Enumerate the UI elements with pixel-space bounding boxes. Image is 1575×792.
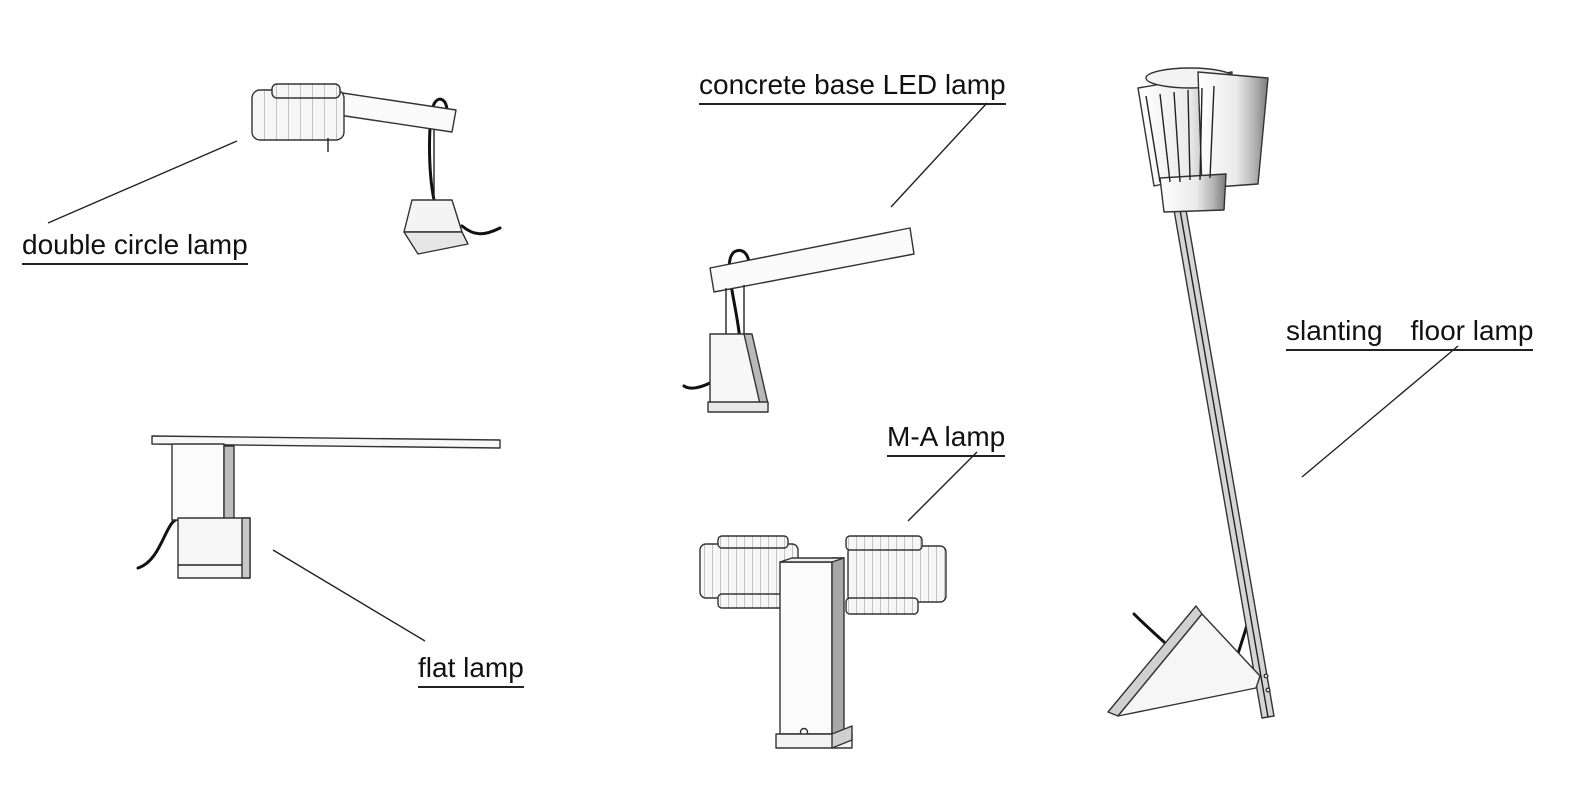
concrete-base-leader-line — [890, 102, 988, 208]
flat-lamp-label: flat lamp — [418, 654, 524, 688]
double-circle-lamp-label: double circle lamp — [22, 231, 248, 265]
ma-leader-line — [907, 451, 978, 522]
concrete-base-lamp-drawing — [682, 227, 915, 413]
ma-lamp-drawing — [699, 535, 947, 749]
double-circle-leader-line — [47, 140, 238, 224]
concrete-base-lamp-label: concrete base LED lamp — [699, 71, 1006, 105]
flat-lamp-drawing — [136, 435, 501, 579]
slanting-floor-lamp-label: slanting floor lamp — [1286, 317, 1534, 351]
ma-lamp-label: M-A lamp — [887, 423, 1006, 457]
double-circle-lamp-drawing — [251, 83, 502, 255]
slanting-leader-line — [1301, 345, 1459, 478]
slanting-floor-lamp-drawing — [1107, 67, 1275, 719]
flat-leader-line — [272, 549, 426, 642]
